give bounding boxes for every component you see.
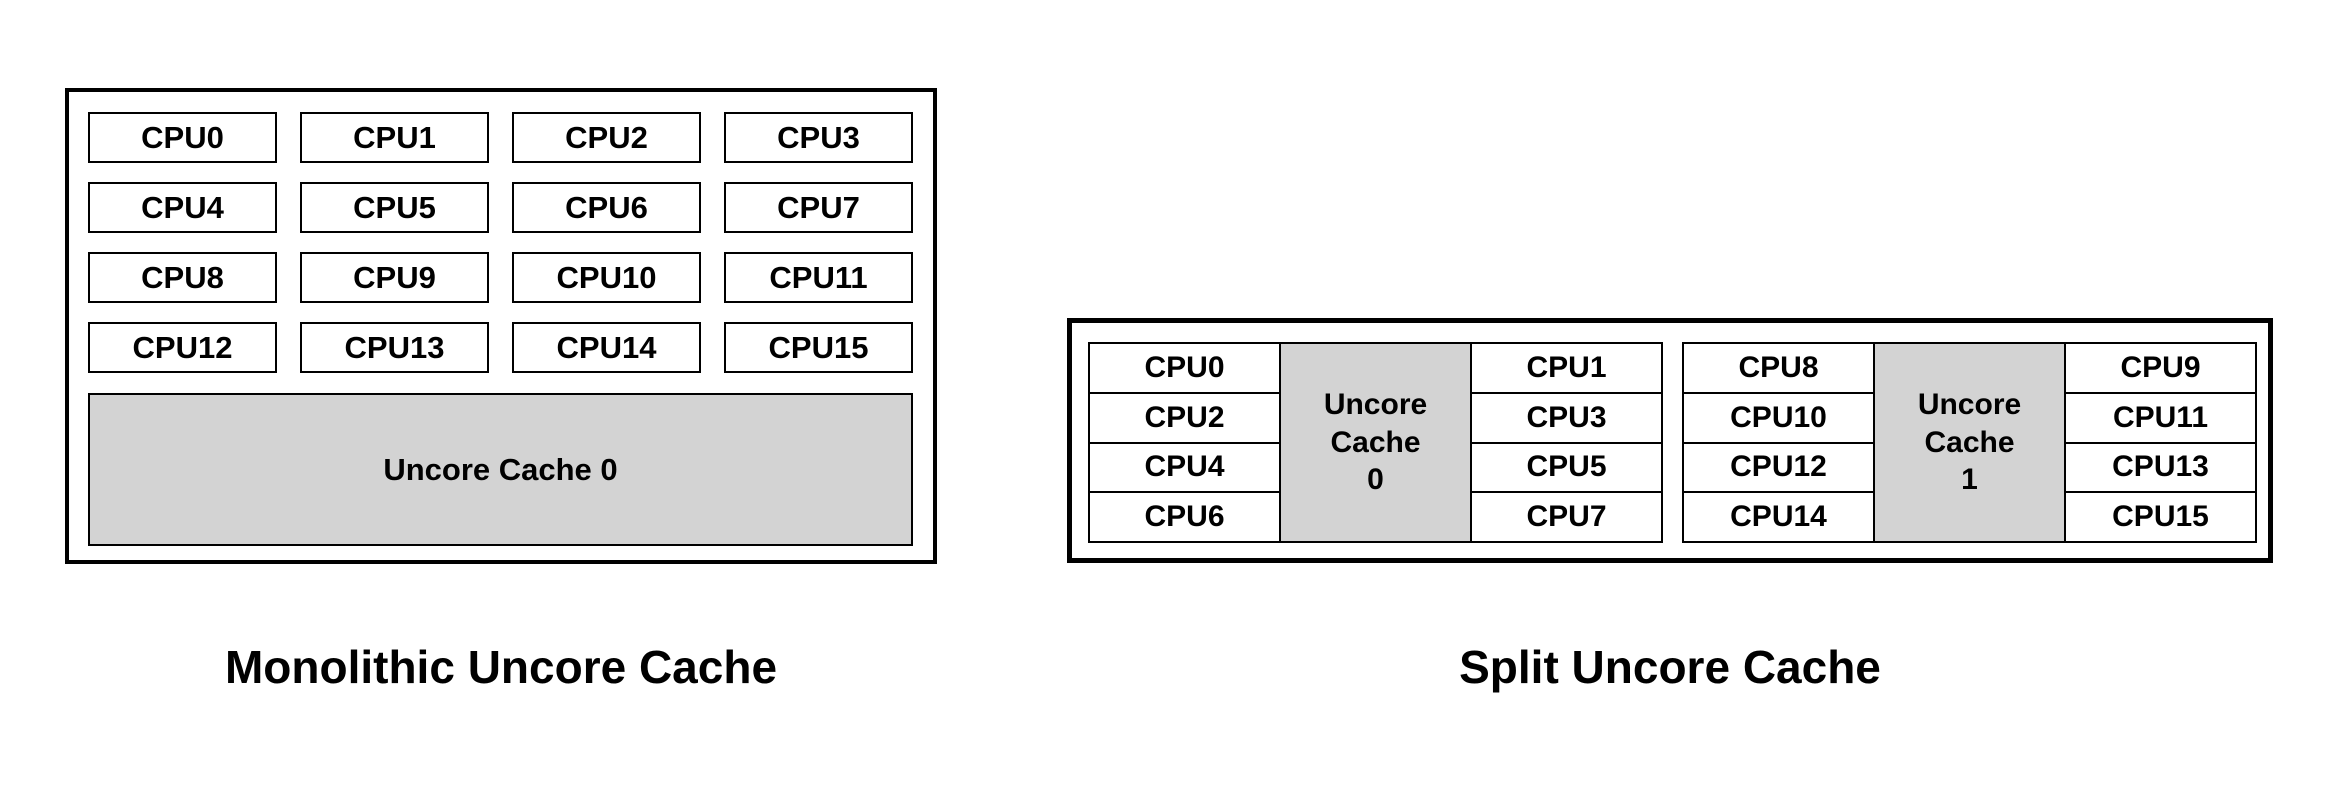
cpu-cell: CPU6 <box>512 182 701 233</box>
cpu-cell: CPU15 <box>2066 493 2255 541</box>
split-diagram: CPU0 CPU2 CPU4 CPU6 Uncore Cache 0 CPU1 … <box>1067 318 2273 563</box>
cpu-cell: CPU14 <box>1684 493 1873 541</box>
cpu-cell: CPU11 <box>724 252 913 303</box>
cpu-cell: CPU8 <box>1684 344 1873 392</box>
uncore-cache-line: Cache <box>1924 425 2015 459</box>
cpu-cell: CPU1 <box>1472 344 1661 392</box>
cpu-cell: CPU2 <box>1090 393 1279 442</box>
cpu-cell: CPU6 <box>1090 493 1279 541</box>
uncore-cache-line: 1 <box>1961 463 1978 497</box>
monolithic-diagram: CPU0 CPU1 CPU2 CPU3 CPU4 CPU5 CPU6 CPU7 … <box>65 88 937 564</box>
cpu-cell: CPU5 <box>1472 443 1661 492</box>
cpu-cell: CPU3 <box>724 112 913 163</box>
uncore-cache-0-label: Uncore Cache 0 <box>383 451 618 487</box>
uncore-cache-line: Uncore <box>1323 388 1428 422</box>
cpu-cell: CPU13 <box>2066 443 2255 492</box>
uncore-cache-0-block: Uncore Cache 0 <box>88 393 913 546</box>
cpu-cell: CPU9 <box>300 252 489 303</box>
cpu-cell: CPU14 <box>512 322 701 373</box>
split-cluster-1: CPU8 CPU10 CPU12 CPU14 Uncore Cache 1 CP… <box>1682 342 2257 543</box>
split-caption: Split Uncore Cache <box>1459 641 1881 693</box>
cpu-cell: CPU15 <box>724 322 913 373</box>
cpu-cell: CPU2 <box>512 112 701 163</box>
cpu-cell: CPU4 <box>88 182 277 233</box>
cpu-cell: CPU1 <box>300 112 489 163</box>
uncore-cache-line: 0 <box>1367 463 1384 497</box>
uncore-cache-line: Cache <box>1330 425 1421 459</box>
uncore-cache-1-block: Uncore Cache 1 <box>1875 344 2064 541</box>
cpu-cell: CPU5 <box>300 182 489 233</box>
cpu-cell: CPU0 <box>1090 344 1279 392</box>
cpu-cell: CPU4 <box>1090 443 1279 492</box>
cpu-cell: CPU10 <box>512 252 701 303</box>
cpu-cell: CPU7 <box>724 182 913 233</box>
monolithic-cpu-grid: CPU0 CPU1 CPU2 CPU3 CPU4 CPU5 CPU6 CPU7 … <box>88 112 913 373</box>
cpu-cell: CPU8 <box>88 252 277 303</box>
cpu-cell: CPU10 <box>1684 393 1873 442</box>
monolithic-caption: Monolithic Uncore Cache <box>224 641 778 693</box>
cpu-cell: CPU13 <box>300 322 489 373</box>
split-cluster-0: CPU0 CPU2 CPU4 CPU6 Uncore Cache 0 CPU1 … <box>1088 342 1663 543</box>
uncore-cache-line: Uncore <box>1917 388 2022 422</box>
cpu-cell: CPU9 <box>2066 344 2255 392</box>
uncore-cache-0-block: Uncore Cache 0 <box>1281 344 1470 541</box>
cpu-cell: CPU11 <box>2066 393 2255 442</box>
cpu-cell: CPU7 <box>1472 493 1661 541</box>
cpu-cell: CPU12 <box>1684 443 1873 492</box>
cpu-cell: CPU3 <box>1472 393 1661 442</box>
cpu-cell: CPU0 <box>88 112 277 163</box>
cpu-cell: CPU12 <box>88 322 277 373</box>
